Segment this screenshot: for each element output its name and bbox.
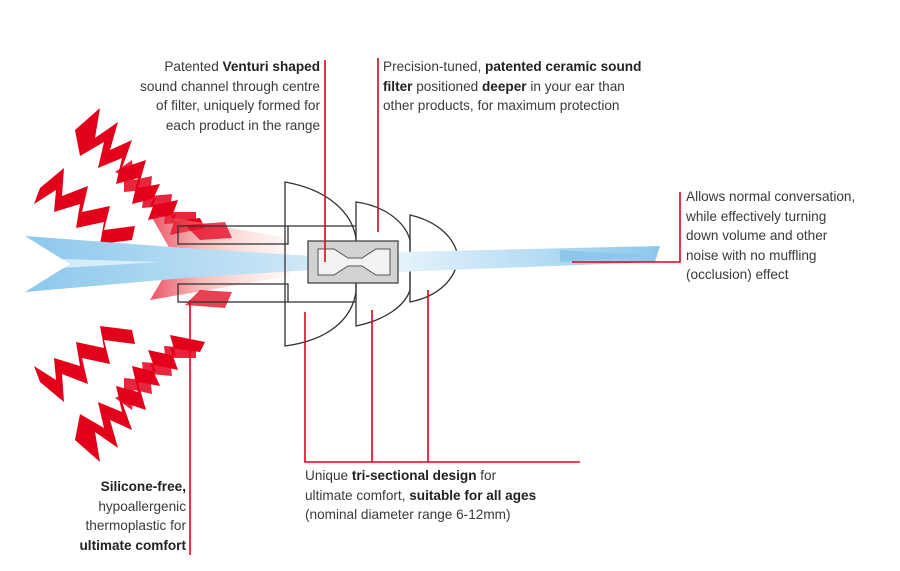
- incoming-noise-waves-upper: [34, 108, 205, 244]
- attenuated-sound-output: [398, 246, 660, 272]
- callout-lines: [189, 58, 681, 555]
- callout-silicone-free: Silicone-free, hypoallergenic thermoplas…: [79, 479, 187, 553]
- callout-tri-sectional: Unique tri-sectional design for ultimate…: [305, 468, 537, 523]
- incoming-noise-waves-lower: [34, 326, 205, 462]
- callout-line-tri-sectional: [304, 312, 580, 463]
- callout-venturi: Patented Venturi shaped sound channel th…: [140, 59, 320, 133]
- callout-line-conversation: [572, 192, 681, 263]
- callout-conversation: Allows normal conversation, while effect…: [686, 189, 856, 283]
- sound-channel-beam: [25, 236, 312, 292]
- callout-ceramic-filter: Precision-tuned, patented ceramic sound …: [383, 59, 642, 114]
- ceramic-filter: [307, 240, 399, 284]
